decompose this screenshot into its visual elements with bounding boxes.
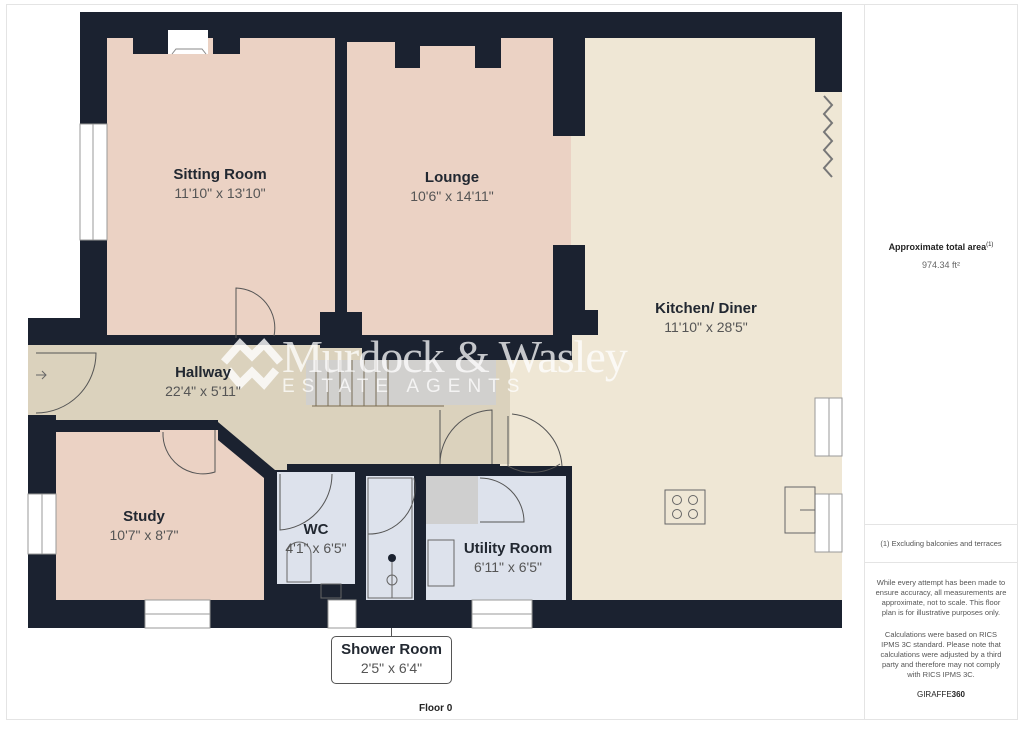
room-label-kitchen-diner: Kitchen/ Diner 11'10" x 28'5"	[655, 300, 757, 335]
area-title: Approximate total area(1)	[888, 242, 994, 252]
room-lounge	[347, 38, 553, 335]
giraffe360-brand: GIRAFFE360	[916, 690, 966, 699]
page-frame	[6, 4, 1018, 720]
disclaimer-text: While every attempt has been made to ens…	[875, 578, 1007, 617]
room-label-hallway: Hallway 22'4" x 5'11"	[165, 364, 241, 399]
floor-plan-drawing	[27, 12, 843, 629]
room-label-sitting-room: Sitting Room 11'10" x 13'10"	[173, 166, 267, 201]
room-label-wc: WC 4'1" x 6'5"	[285, 521, 347, 556]
room-label-lounge: Lounge 10'6" x 14'11"	[410, 169, 494, 204]
room-label-shower-room: Shower Room 2'5" x 6'4"	[331, 636, 452, 684]
room-sitting-room	[107, 38, 335, 335]
sidebar-divider	[864, 562, 1018, 563]
floor-label: Floor 0	[419, 703, 453, 714]
sidebar-divider	[864, 524, 1018, 525]
area-footnote: (1) Excluding balconies and terraces	[880, 539, 1002, 548]
room-kitchen-diner	[500, 38, 842, 600]
calculations-note: Calculations were based on RICS IPMS 3C …	[880, 630, 1002, 679]
room-label-utility-room: Utility Room 6'11" x 6'5"	[463, 540, 553, 575]
room-shower	[366, 476, 414, 600]
room-label-study: Study 10'7" x 8'7"	[109, 508, 179, 543]
info-sidebar	[864, 4, 1019, 720]
floor-plan: Murdock & Wasley ESTATE AGENTS Sitting R…	[27, 12, 843, 714]
area-value: 974.34 ft²	[921, 260, 961, 270]
callout-leader-line	[391, 628, 392, 636]
